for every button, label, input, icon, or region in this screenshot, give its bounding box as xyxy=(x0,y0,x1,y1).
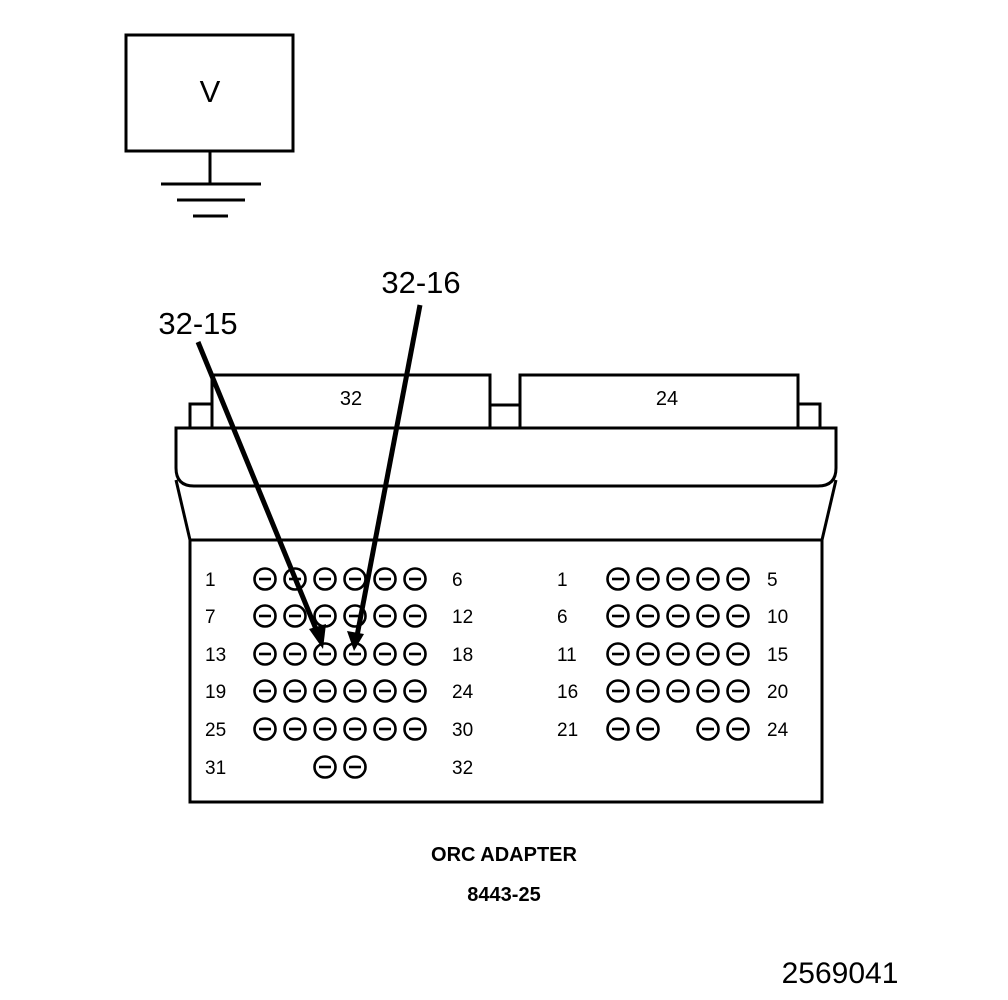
connector-24-label: 24 xyxy=(656,388,678,410)
ground-symbol-icon xyxy=(161,151,261,218)
pin-24-10 xyxy=(726,604,750,628)
pin-32-27 xyxy=(313,717,337,741)
connector-32-label: 32 xyxy=(340,388,362,410)
pin-row-start-label: 16 xyxy=(557,682,578,703)
pin-row-end-label: 20 xyxy=(767,682,788,703)
pin-row-end-label: 15 xyxy=(767,645,788,666)
pin-32-17 xyxy=(373,642,397,666)
pin-row-end-label: 30 xyxy=(452,720,473,741)
pin-32-11 xyxy=(373,604,397,628)
pin-32-29 xyxy=(373,717,397,741)
callout-arrow-32-16 xyxy=(354,304,423,637)
pin-32-5 xyxy=(373,567,397,591)
pin-24-24 xyxy=(726,717,750,741)
adapter-title: ORC ADAPTER xyxy=(431,844,577,866)
pin-row-end-label: 5 xyxy=(767,570,778,591)
pin-row-start-label: 6 xyxy=(557,607,568,628)
arrowhead-icon xyxy=(347,631,364,651)
pin-24-4 xyxy=(696,567,720,591)
pin-row-start-label: 25 xyxy=(205,720,226,741)
pin-24-22 xyxy=(636,717,660,741)
pin-row-start-label: 1 xyxy=(205,570,216,591)
right-tab xyxy=(798,402,822,428)
pin-32-26 xyxy=(283,717,307,741)
pin-32-13 xyxy=(253,642,277,666)
arrowhead-icon xyxy=(309,624,326,649)
pin-32-30 xyxy=(403,717,427,741)
voltmeter: V xyxy=(124,33,295,218)
adapter-body: 32 24 xyxy=(174,373,838,804)
pin-row-start-label: 31 xyxy=(205,758,226,779)
pin-32-21 xyxy=(313,679,337,703)
pin-32-32 xyxy=(343,755,367,779)
pin-32-23 xyxy=(373,679,397,703)
pin-24-2 xyxy=(636,567,660,591)
pin-32-8 xyxy=(283,604,307,628)
pin-32-14 xyxy=(283,642,307,666)
pin-32-1 xyxy=(253,567,277,591)
pin-24-1 xyxy=(606,567,630,591)
pin-24-5 xyxy=(726,567,750,591)
pin-24-16 xyxy=(606,679,630,703)
pin-24-18 xyxy=(666,679,690,703)
pin-32-22 xyxy=(343,679,367,703)
pin-24-20 xyxy=(726,679,750,703)
pin-24-23 xyxy=(696,717,720,741)
pin-row-start-label: 7 xyxy=(205,607,216,628)
callout-label-32-15: 32-15 xyxy=(158,306,237,341)
pin-24-14 xyxy=(696,642,720,666)
pin-row-end-label: 24 xyxy=(452,682,474,703)
pin-row-start-label: 19 xyxy=(205,682,226,703)
pin-32-12 xyxy=(403,604,427,628)
pin-row-end-label: 32 xyxy=(452,758,473,779)
connector-32-header xyxy=(210,373,492,430)
pin-32-25 xyxy=(253,717,277,741)
voltmeter-label: V xyxy=(200,74,221,109)
callout-32-16: 32-16 xyxy=(347,265,461,651)
pin-32-19 xyxy=(253,679,277,703)
adapter-top-rail xyxy=(174,426,838,488)
pin-24-3 xyxy=(666,567,690,591)
pin-24-19 xyxy=(696,679,720,703)
pin-32-24 xyxy=(403,679,427,703)
pin-32-7 xyxy=(253,604,277,628)
pin-32-18 xyxy=(403,642,427,666)
callout-arrow-32-15 xyxy=(195,341,321,635)
pin-24-17 xyxy=(636,679,660,703)
pin-row-start-label: 13 xyxy=(205,645,226,666)
pin-32-31 xyxy=(313,755,337,779)
pin-row-end-label: 24 xyxy=(767,720,789,741)
callout-label-32-16: 32-16 xyxy=(381,265,460,300)
pin-row-start-label: 11 xyxy=(557,645,577,666)
pin-24-7 xyxy=(636,604,660,628)
pin-32-15 xyxy=(313,642,337,666)
figure-id: 2569041 xyxy=(782,957,899,990)
pin-24-9 xyxy=(696,604,720,628)
pin-32-20 xyxy=(283,679,307,703)
pin-32-3 xyxy=(313,567,337,591)
pin-row-end-label: 18 xyxy=(452,645,473,666)
pin-24-15 xyxy=(726,642,750,666)
pin-32-28 xyxy=(343,717,367,741)
left-tab xyxy=(188,402,212,428)
pin-32-9 xyxy=(313,604,337,628)
callout-32-15: 32-15 xyxy=(158,306,326,649)
pin-24-6 xyxy=(606,604,630,628)
pin-24-8 xyxy=(666,604,690,628)
pin-24-11 xyxy=(606,642,630,666)
pin-row-end-label: 6 xyxy=(452,570,463,591)
adapter-part-number: 8443-25 xyxy=(467,884,540,906)
pin-row-end-label: 12 xyxy=(452,607,473,628)
pin-32-4 xyxy=(343,567,367,591)
pin-32-6 xyxy=(403,567,427,591)
pin-row-start-label: 21 xyxy=(557,720,578,741)
pin-row-start-label: 1 xyxy=(557,570,568,591)
pin-row-end-label: 10 xyxy=(767,607,788,628)
pin-24-21 xyxy=(606,717,630,741)
pin-24-13 xyxy=(666,642,690,666)
adapter-pin-panel xyxy=(188,538,824,804)
pin-24-12 xyxy=(636,642,660,666)
